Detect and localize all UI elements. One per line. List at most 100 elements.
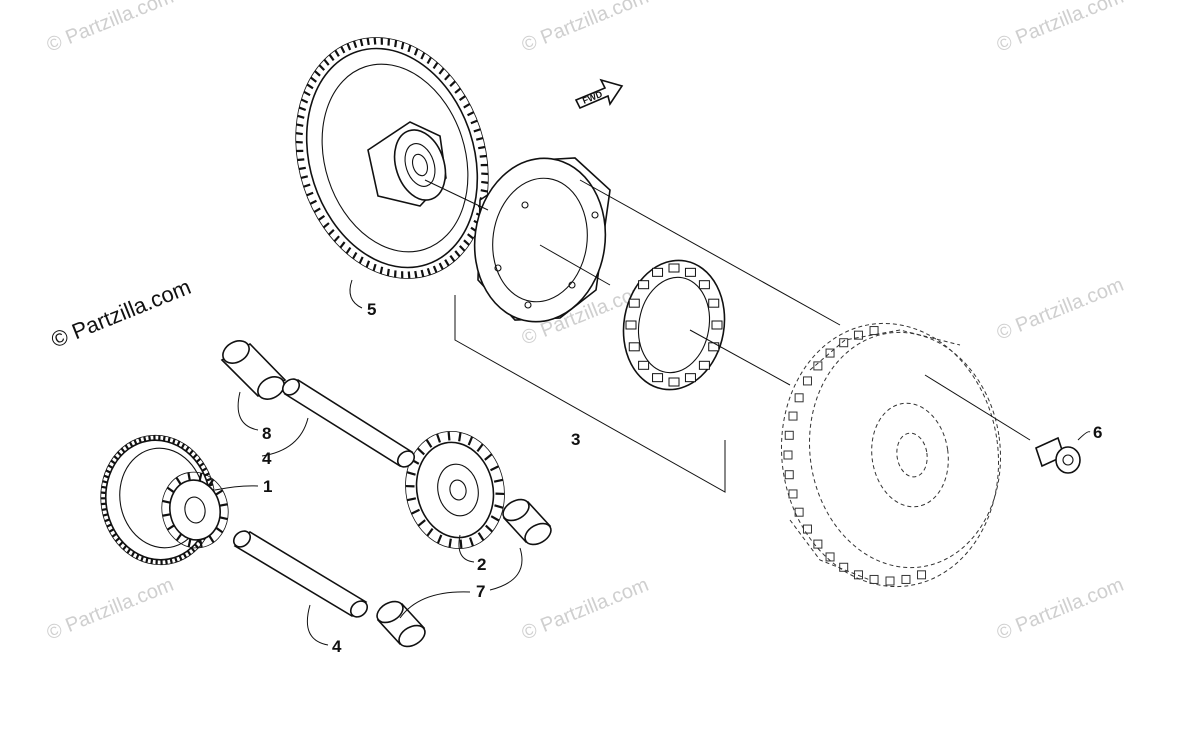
gear-tooth bbox=[438, 262, 444, 270]
callout-6: 6 bbox=[1093, 423, 1102, 442]
fwd-arrow-icon: FWD bbox=[574, 78, 624, 110]
gear-tooth bbox=[297, 114, 305, 119]
rotor-slot bbox=[802, 376, 812, 386]
gear-tooth bbox=[162, 513, 171, 517]
rotor-slot bbox=[813, 539, 823, 549]
gear-tooth bbox=[175, 477, 182, 485]
gear-tooth bbox=[322, 222, 330, 229]
gear-tooth bbox=[339, 241, 346, 249]
gear-tooth bbox=[407, 271, 411, 279]
gear-tooth bbox=[219, 516, 228, 521]
gear-tooth bbox=[458, 245, 466, 252]
gear-tooth bbox=[459, 539, 463, 549]
gear-tooth bbox=[107, 464, 114, 469]
shaft-upper bbox=[281, 378, 416, 468]
rotor-slot bbox=[901, 574, 911, 584]
gear-tooth bbox=[122, 544, 128, 551]
rotor-slot bbox=[794, 393, 804, 403]
gear-tooth bbox=[416, 447, 425, 456]
bushing-upper bbox=[220, 340, 287, 400]
gear-tooth bbox=[485, 524, 494, 533]
gear-tooth bbox=[166, 524, 175, 531]
watermark-text: © Partzilla.com bbox=[44, 0, 177, 57]
sprag-cell bbox=[684, 267, 696, 277]
gear-tooth bbox=[300, 175, 309, 179]
gear-tooth bbox=[432, 61, 439, 70]
idler-gear-assembly bbox=[100, 434, 229, 566]
sprag-cell bbox=[708, 298, 720, 308]
gear-tooth bbox=[345, 246, 352, 255]
rotor-slot bbox=[853, 570, 863, 580]
rotor-slot bbox=[802, 524, 812, 534]
gear-tooth bbox=[372, 263, 377, 272]
gear-tooth bbox=[306, 191, 314, 197]
rotor-slot bbox=[784, 470, 794, 480]
gear-tooth bbox=[476, 443, 484, 452]
gear-teeth bbox=[161, 471, 229, 549]
watermark-text: © Partzilla.com bbox=[994, 274, 1127, 345]
gear-tooth bbox=[420, 269, 425, 278]
sprag-cell bbox=[708, 342, 720, 352]
cap-screw bbox=[1035, 436, 1081, 474]
gear-tooth bbox=[359, 38, 364, 47]
gear-tooth bbox=[208, 535, 215, 543]
sprag-cell bbox=[668, 263, 680, 273]
watermark-text: © Partzilla.com bbox=[519, 574, 652, 645]
gear-tooth bbox=[199, 539, 203, 548]
gear-tooth bbox=[148, 435, 151, 441]
watermark-text: © Partzilla.com bbox=[994, 574, 1127, 645]
sprag-cell bbox=[711, 320, 723, 330]
gear-tooth bbox=[365, 260, 371, 268]
gear-tooth bbox=[432, 265, 438, 273]
rotor-slot bbox=[813, 361, 823, 371]
gear-tooth bbox=[493, 478, 504, 483]
sprag-cell bbox=[625, 320, 637, 330]
rotor-slot bbox=[869, 326, 879, 336]
gear-tooth bbox=[400, 42, 405, 50]
gear-tooth bbox=[425, 439, 433, 448]
gear-tooth bbox=[298, 106, 307, 112]
gear-tooth bbox=[426, 56, 432, 65]
gear-tooth bbox=[406, 497, 417, 502]
gear-tooth bbox=[475, 137, 484, 141]
gear-tooth bbox=[379, 266, 384, 274]
sprag-cell bbox=[684, 373, 696, 383]
bushing-lower bbox=[376, 600, 426, 648]
watermark-text: © Partzilla.com bbox=[519, 0, 652, 57]
gear-tooth bbox=[366, 37, 370, 46]
sprag-cell bbox=[652, 373, 664, 383]
sprag-cell bbox=[628, 342, 640, 352]
shaft-lower bbox=[232, 530, 369, 618]
gear-tooth bbox=[426, 267, 432, 276]
gear-tooth bbox=[490, 465, 500, 472]
gear-tooth bbox=[458, 95, 466, 101]
gear-tooth bbox=[300, 98, 309, 104]
gear-tooth bbox=[110, 459, 116, 465]
gear-outline bbox=[295, 37, 489, 279]
rotor-slot bbox=[794, 507, 804, 517]
gear-tooth bbox=[101, 507, 107, 511]
gear-tooth bbox=[473, 128, 481, 133]
gear-tooth bbox=[102, 513, 109, 517]
gear-tooth bbox=[358, 256, 364, 264]
rotor-slot bbox=[788, 411, 798, 421]
sprag-cells bbox=[625, 263, 723, 387]
gear-tooth bbox=[449, 254, 456, 262]
gear-tooth bbox=[463, 239, 470, 246]
gear-tooth bbox=[198, 472, 203, 482]
callout-4-upper: 4 bbox=[262, 449, 272, 468]
gear-tooth bbox=[484, 453, 493, 461]
sprag-cell bbox=[698, 360, 710, 370]
watermark-text: © Partzilla.com bbox=[994, 0, 1127, 57]
sprag-bearing bbox=[622, 259, 726, 391]
gear-tooth bbox=[318, 215, 326, 221]
reduction-gear bbox=[405, 430, 505, 550]
gear-tooth bbox=[328, 54, 335, 62]
one-way-clutch-housing bbox=[473, 157, 611, 323]
sprag-cell bbox=[698, 280, 710, 290]
gear-tooth bbox=[184, 446, 190, 452]
gear-tooth bbox=[126, 548, 132, 554]
gear-tooth bbox=[303, 90, 311, 97]
sprag-cell bbox=[628, 298, 640, 308]
